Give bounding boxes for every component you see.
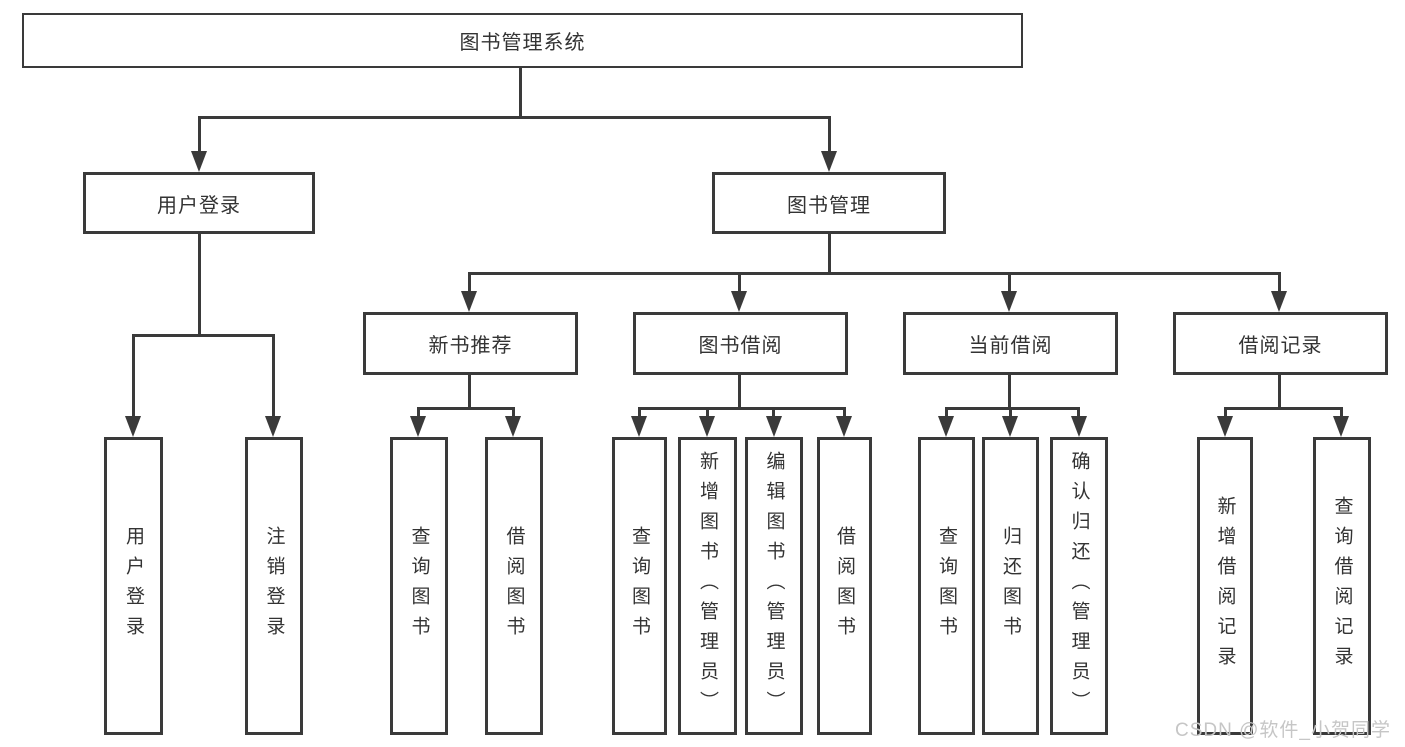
leaf-user-login: 用户登录 xyxy=(104,437,163,735)
node-borrow-records-label: 借阅记录 xyxy=(1238,335,1323,357)
connector-line xyxy=(638,407,846,410)
arrowhead-icon xyxy=(1002,416,1018,437)
connector-line xyxy=(198,116,831,119)
connector-line xyxy=(738,375,741,409)
connector-line xyxy=(519,68,522,118)
leaf-records-query-record: 查询借阅记录 xyxy=(1313,437,1371,735)
node-borrow-records: 借阅记录 xyxy=(1173,312,1388,375)
arrowhead-icon xyxy=(1271,291,1287,312)
connector-line xyxy=(468,272,1281,275)
leaf-current-return-books: 归还图书 xyxy=(982,437,1039,735)
leaf-borrow-add-books-admin-label: 新增图书（管理员） xyxy=(697,451,718,721)
node-current-borrow-label: 当前借阅 xyxy=(968,335,1053,357)
leaf-borrow-borrow-books-label: 借阅图书 xyxy=(834,526,855,646)
leaf-logout: 注销登录 xyxy=(245,437,303,735)
arrowhead-icon xyxy=(265,416,281,437)
node-book-management-label: 图书管理 xyxy=(787,194,871,217)
connector-line xyxy=(198,116,201,153)
arrowhead-icon xyxy=(631,416,647,437)
watermark: CSDN @软件_小贺同学 xyxy=(1175,720,1391,741)
node-new-book-recommend: 新书推荐 xyxy=(363,312,578,375)
connector-line xyxy=(468,375,471,409)
connector-line xyxy=(1340,407,1343,418)
leaf-current-confirm-return-admin: 确认归还（管理员） xyxy=(1050,437,1108,735)
connector-line xyxy=(772,407,775,418)
connector-line xyxy=(828,234,831,274)
connector-line xyxy=(828,116,831,153)
connector-line xyxy=(132,334,135,418)
arrowhead-icon xyxy=(766,416,782,437)
leaf-current-confirm-return-admin-label: 确认归还（管理员） xyxy=(1068,451,1090,721)
node-root: 图书管理系统 xyxy=(22,13,1023,68)
leaf-borrow-query-books-label: 查询图书 xyxy=(629,526,650,646)
arrowhead-icon xyxy=(410,416,426,437)
arrowhead-icon xyxy=(821,151,837,172)
connector-line xyxy=(468,272,471,293)
leaf-borrow-add-books-admin: 新增图书（管理员） xyxy=(678,437,737,735)
connector-line xyxy=(272,334,275,418)
connector-line xyxy=(843,407,846,418)
arrowhead-icon xyxy=(938,416,954,437)
arrowhead-icon xyxy=(125,416,141,437)
arrowhead-icon xyxy=(461,291,477,312)
leaf-records-add-record-label: 新增借阅记录 xyxy=(1214,496,1236,676)
node-book-borrow: 图书借阅 xyxy=(633,312,848,375)
leaf-current-query-books: 查询图书 xyxy=(918,437,975,735)
arrowhead-icon xyxy=(1071,416,1087,437)
leaf-current-query-books-label: 查询图书 xyxy=(936,526,957,646)
arrowhead-icon xyxy=(1333,416,1349,437)
connector-line xyxy=(945,407,1080,410)
connector-line xyxy=(417,407,420,418)
connector-line xyxy=(132,334,274,337)
leaf-records-add-record: 新增借阅记录 xyxy=(1197,437,1253,735)
leaf-newbooks-borrow-books-label: 借阅图书 xyxy=(503,526,525,646)
leaf-borrow-query-books: 查询图书 xyxy=(612,437,667,735)
node-user-login: 用户登录 xyxy=(83,172,315,234)
arrowhead-icon xyxy=(1217,416,1233,437)
arrowhead-icon xyxy=(505,416,521,437)
arrowhead-icon xyxy=(699,416,715,437)
connector-line xyxy=(945,407,948,418)
node-new-book-recommend-label: 新书推荐 xyxy=(428,335,513,357)
arrowhead-icon xyxy=(836,416,852,437)
connector-line xyxy=(512,407,515,418)
leaf-logout-label: 注销登录 xyxy=(263,526,285,646)
leaf-user-login-label: 用户登录 xyxy=(123,526,144,646)
leaf-newbooks-borrow-books: 借阅图书 xyxy=(485,437,543,735)
arrowhead-icon xyxy=(191,151,207,172)
connector-line xyxy=(1278,375,1281,409)
node-current-borrow: 当前借阅 xyxy=(903,312,1118,375)
leaf-borrow-edit-books-admin: 编辑图书（管理员） xyxy=(745,437,803,735)
connector-line xyxy=(1008,272,1011,293)
leaf-records-query-record-label: 查询借阅记录 xyxy=(1331,496,1353,676)
connector-line xyxy=(706,407,709,418)
connector-line xyxy=(198,234,201,336)
connector-line xyxy=(738,272,741,293)
connector-line xyxy=(1224,407,1343,410)
arrowhead-icon xyxy=(731,291,747,312)
connector-line xyxy=(417,407,515,410)
connector-line xyxy=(1008,375,1011,409)
connector-line xyxy=(1009,407,1012,418)
node-root-label: 图书管理系统 xyxy=(459,32,586,54)
node-book-management: 图书管理 xyxy=(712,172,946,234)
leaf-borrow-borrow-books: 借阅图书 xyxy=(817,437,872,735)
node-user-login-label: 用户登录 xyxy=(157,194,241,217)
connector-line xyxy=(638,407,641,418)
connector-line xyxy=(1278,272,1281,293)
leaf-newbooks-query-books: 查询图书 xyxy=(390,437,448,735)
arrowhead-icon xyxy=(1001,291,1017,312)
leaf-borrow-edit-books-admin-label: 编辑图书（管理员） xyxy=(763,451,785,721)
connector-line xyxy=(1077,407,1080,418)
node-book-borrow-label: 图书借阅 xyxy=(698,335,783,357)
leaf-current-return-books-label: 归还图书 xyxy=(1000,526,1021,646)
leaf-newbooks-query-books-label: 查询图书 xyxy=(408,526,430,646)
connector-line xyxy=(1224,407,1227,418)
